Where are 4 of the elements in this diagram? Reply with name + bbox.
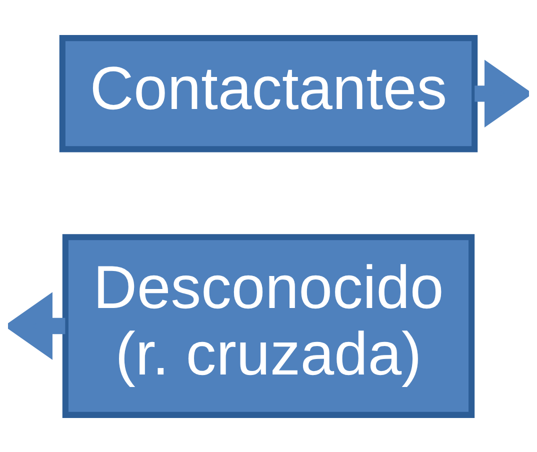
arrow: [474, 59, 529, 128]
arrow: [8, 292, 66, 360]
node-box: Desconocido (r. cruzada): [62, 234, 475, 418]
node-box: Contactantes: [59, 34, 478, 152]
